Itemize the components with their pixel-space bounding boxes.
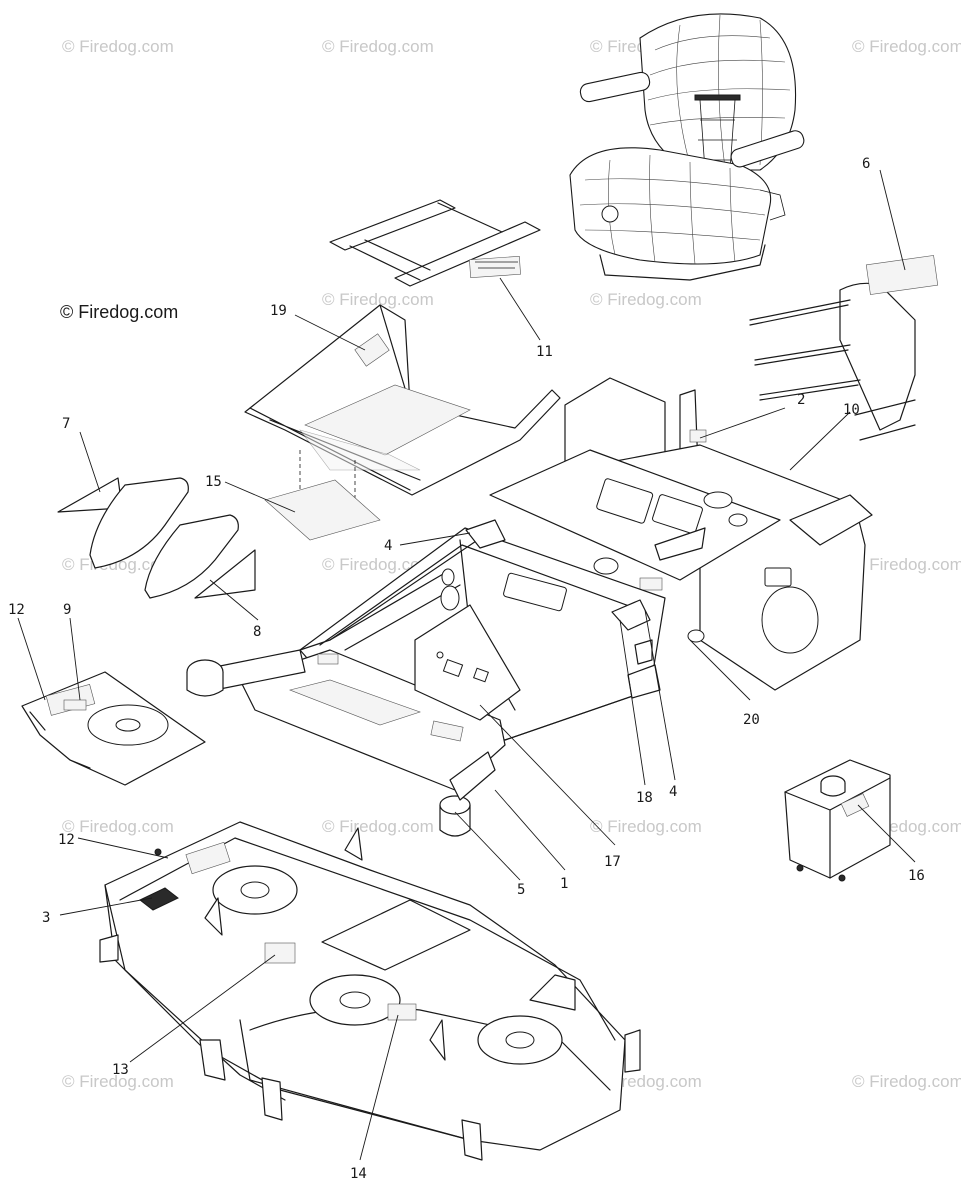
rear-bumper-bracket <box>749 255 939 441</box>
callout-13: 13 <box>112 1062 129 1078</box>
callout-17: 17 <box>604 854 621 870</box>
callout-1: 1 <box>560 876 568 892</box>
callout-2: 2 <box>797 392 805 408</box>
watermark: © Firedog.com <box>322 37 434 56</box>
watermark: © Firedog.com <box>852 37 961 56</box>
callout-4-lower: 4 <box>669 784 677 800</box>
callout-11: 11 <box>536 344 553 360</box>
watermark: © Firedog.com <box>62 817 174 836</box>
callout-20: 20 <box>743 712 760 728</box>
main-frame <box>186 377 873 837</box>
seat <box>569 13 805 281</box>
mower-deck <box>99 821 641 1161</box>
callout-4-upper: 4 <box>384 538 392 554</box>
callout-12-deck: 12 <box>58 832 75 848</box>
callout-5: 5 <box>517 882 525 898</box>
watermark: © Firedog.com <box>852 1072 961 1091</box>
deck-cover-plate <box>21 671 206 786</box>
callout-19: 19 <box>270 303 287 319</box>
callouts: 19 11 6 2 10 7 15 4 8 12 9 4 20 18 17 1 … <box>8 156 925 1182</box>
callout-16: 16 <box>908 868 925 884</box>
seat-slide-rails <box>329 199 541 287</box>
callout-7: 7 <box>62 416 70 432</box>
watermark: © Firedog.com <box>322 290 434 309</box>
watermark: © Firedog.com <box>62 1072 174 1091</box>
credit-text: © Firedog.com <box>60 302 178 322</box>
callout-14: 14 <box>350 1166 367 1182</box>
watermark: © Firedog.com <box>590 290 702 309</box>
callout-12-left: 12 <box>8 602 25 618</box>
callout-8: 8 <box>253 624 261 640</box>
watermark: © Firedog.com <box>322 555 434 574</box>
watermark: © Firedog.com <box>590 817 702 836</box>
callout-18: 18 <box>636 790 653 806</box>
callout-9: 9 <box>63 602 71 618</box>
fuel-tank <box>784 759 891 882</box>
fenders <box>57 477 256 599</box>
watermark: © Firedog.com <box>322 817 434 836</box>
watermark: © Firedog.com <box>62 555 174 574</box>
leader-lines <box>17 169 916 1161</box>
floor-pan <box>244 304 561 541</box>
watermark: © Firedog.com <box>852 555 961 574</box>
watermark: © Firedog.com <box>62 37 174 56</box>
callout-3: 3 <box>42 910 50 926</box>
callout-15: 15 <box>205 474 222 490</box>
callout-10: 10 <box>843 402 860 418</box>
callout-6: 6 <box>862 156 870 172</box>
